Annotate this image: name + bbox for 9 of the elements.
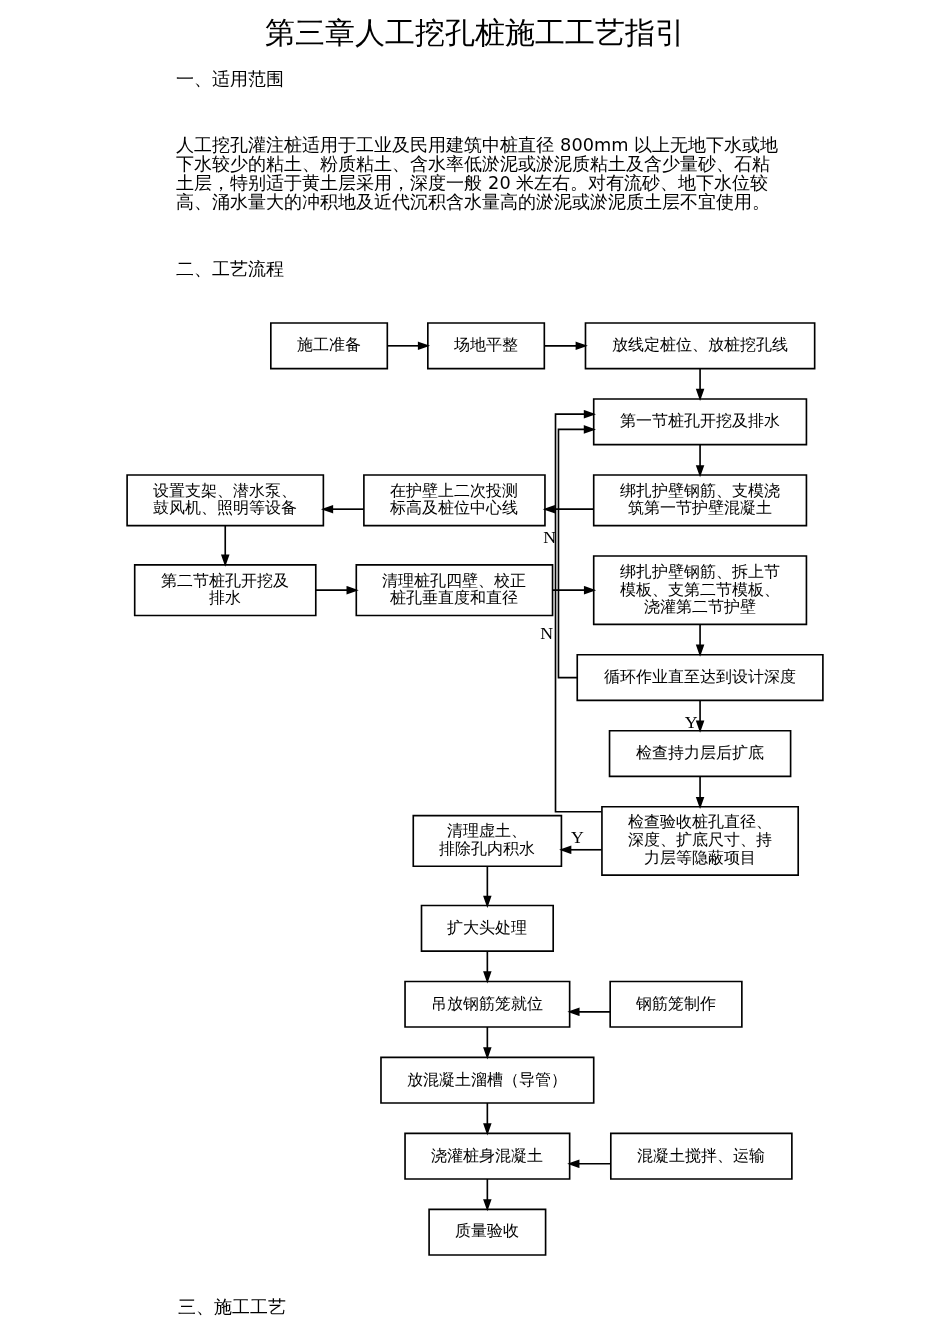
edge-label: N <box>540 622 554 643</box>
edge-label: Y <box>570 826 584 847</box>
edge-label: Y <box>684 711 698 732</box>
label: 二、工艺流程 <box>176 258 285 279</box>
edge-label: N <box>543 526 557 547</box>
label: 一、适用范围 <box>176 68 285 89</box>
label: 人工挖孔灌注桩适用于工业及民用建筑中桩直径 800mm 以上无地下水或地下水较少的粘土、粉质粘土、含水率低淤泥或淤泥质粘土及含少量砂、石粘土层，特别适于黄土层采用，深度一般 20 米左右。对有流砂、地下水位较高、涌水量大的冲积地及近代沉积含水量高的淤泥或淤泥质土层不宜使用。 <box>176 134 779 212</box>
label: 三、施工工艺 <box>177 1296 286 1317</box>
diagram-title: 第三章人工挖孔桩施工工艺指引 <box>265 15 685 50</box>
